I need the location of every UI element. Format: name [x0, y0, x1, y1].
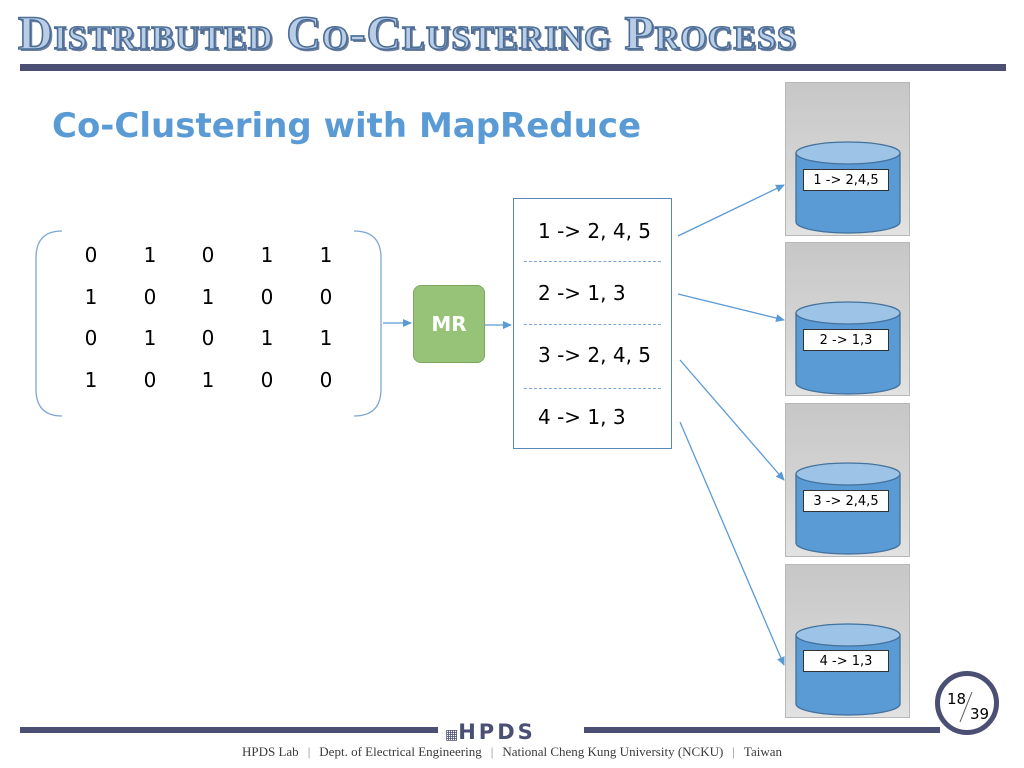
matrix-cell: 0: [143, 285, 157, 309]
matrix-right-bracket: [353, 230, 382, 417]
footer-item: National Cheng Kung University (NCKU): [502, 744, 724, 759]
footer-bar-right: [584, 727, 940, 733]
storage-panel: [785, 242, 910, 396]
footer-item: Taiwan: [743, 744, 782, 759]
key-list-box: 1 -> 2, 4, 5 2 -> 1, 3 3 -> 2, 4, 5 4 ->…: [513, 198, 672, 449]
matrix-cell: 1: [319, 243, 333, 267]
arrow-key2-to-store2: [677, 293, 785, 322]
matrix-cell: 1: [260, 326, 274, 350]
storage-label: 2 -> 1,3: [803, 329, 889, 351]
page-number-badge: [935, 671, 999, 735]
mapreduce-box: MR: [413, 285, 485, 363]
logo-grid-icon: ▦: [445, 727, 459, 743]
slide-subtitle: Co-Clustering with MapReduce: [52, 106, 642, 146]
arrow-key3-to-store3: [679, 359, 785, 481]
footer-item: HPDS Lab: [241, 744, 299, 759]
matrix-cell: 1: [260, 243, 274, 267]
hpds-logo: ▦HPDS: [445, 720, 536, 744]
matrix-cell: 1: [143, 326, 157, 350]
arrow-key1-to-store1: [677, 184, 785, 237]
matrix-cell: 0: [201, 326, 215, 350]
storage-panel: [785, 403, 910, 557]
storage-panel: [785, 82, 910, 236]
matrix-cell: 0: [201, 243, 215, 267]
page-current: 18: [947, 690, 967, 708]
storage-panel: [785, 564, 910, 718]
footer-bar-left: [20, 727, 438, 733]
storage-label: 4 -> 1,3: [803, 650, 889, 672]
key-list-divider: [524, 324, 661, 325]
matrix-cell: 1: [143, 243, 157, 267]
key-list-item: 2 -> 1, 3: [538, 281, 626, 305]
footer-text: HPDS Lab|Dept. of Electrical Engineering…: [241, 744, 782, 759]
storage-label: 1 -> 2,4,5: [803, 169, 889, 191]
matrix-cell: 0: [260, 368, 274, 392]
matrix-cell: 0: [260, 285, 274, 309]
slide-title: Distributed Co-Clustering Process: [17, 6, 797, 61]
page-total: 39: [970, 705, 990, 723]
arrow-key4-to-store4: [679, 421, 785, 666]
matrix-cell: 0: [319, 368, 333, 392]
matrix-cell: 0: [143, 368, 157, 392]
key-list-item: 4 -> 1, 3: [538, 405, 626, 429]
matrix-cell: 1: [201, 285, 215, 309]
matrix-cell: 0: [84, 326, 98, 350]
key-list-item: 1 -> 2, 4, 5: [538, 219, 652, 243]
matrix-cell: 1: [319, 326, 333, 350]
matrix-left-bracket: [35, 230, 63, 417]
title-underline: [20, 64, 1006, 71]
matrix-cell: 1: [201, 368, 215, 392]
matrix-cell: 1: [84, 368, 98, 392]
key-list-divider: [524, 388, 661, 389]
footer-item: Dept. of Electrical Engineering: [319, 744, 482, 759]
storage-label: 3 -> 2,4,5: [803, 490, 889, 512]
matrix-cell: 0: [319, 285, 333, 309]
matrix-cell: 1: [84, 285, 98, 309]
page-slash: [959, 691, 973, 723]
matrix-cell: 0: [84, 243, 98, 267]
key-list-divider: [524, 261, 661, 262]
logo-text: HPDS: [458, 720, 536, 744]
key-list-item: 3 -> 2, 4, 5: [538, 343, 652, 367]
